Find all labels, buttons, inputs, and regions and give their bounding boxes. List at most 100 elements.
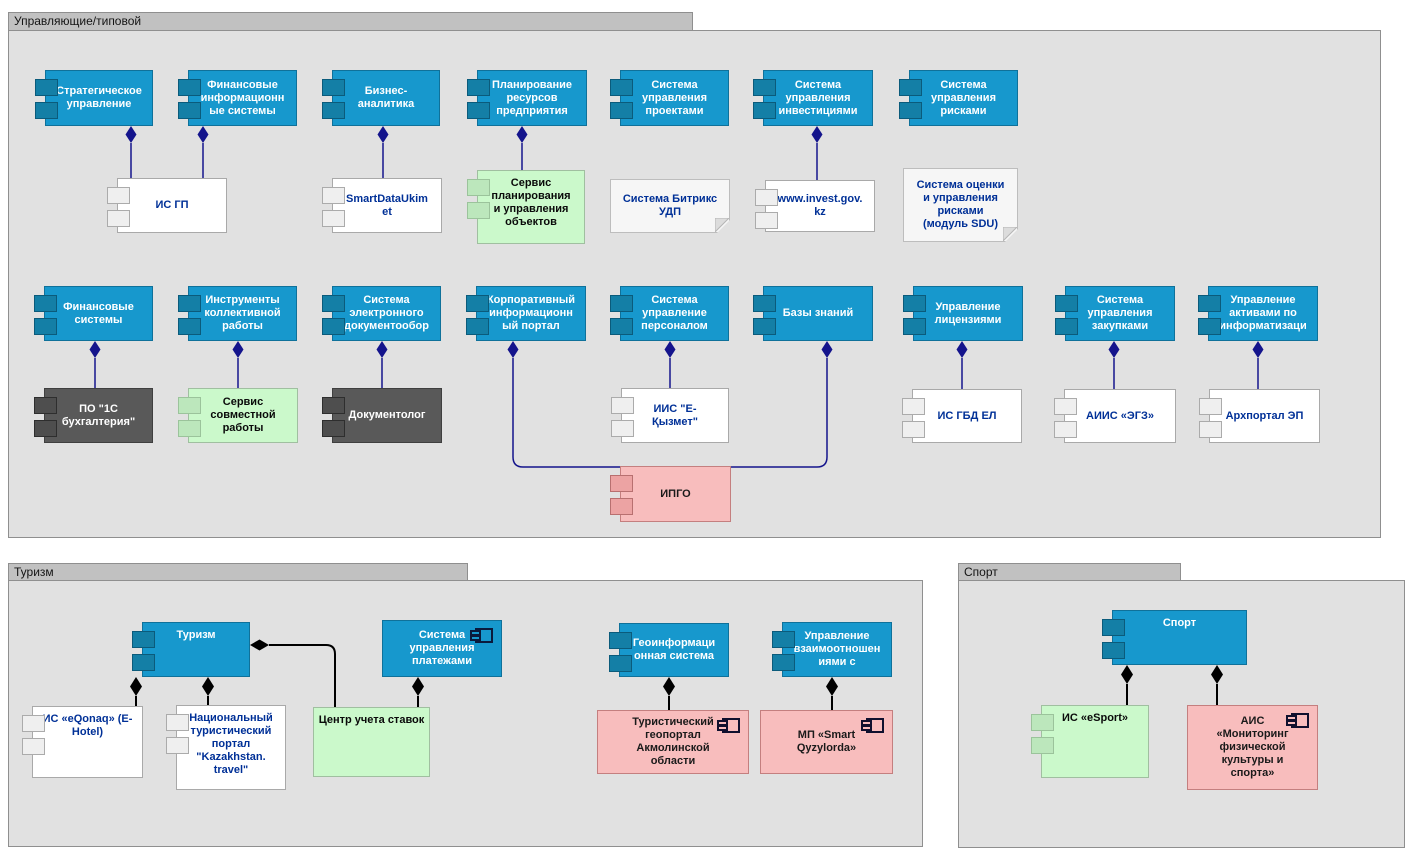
component-label: Планирование ресурсов предприятия bbox=[491, 78, 573, 117]
component-smartdataukimet[interactable]: SmartDataUkim et bbox=[322, 178, 442, 233]
port bbox=[178, 318, 201, 335]
component-national-tourist-portal[interactable]: Национальный туристический портал "Kazak… bbox=[166, 705, 286, 790]
component-label: Управление лицензиями bbox=[934, 300, 1002, 326]
component-financial-systems[interactable]: Финансовые системы bbox=[34, 286, 153, 341]
uml-component-icon bbox=[717, 718, 740, 733]
component-label: Система управления инвестициями bbox=[778, 78, 858, 117]
component-tourist-geoportal[interactable]: Туристический геопортал Акмолинской обла… bbox=[597, 710, 749, 774]
component-payment-management-system[interactable]: Система управления платежами bbox=[382, 620, 502, 677]
component-aiis-egz[interactable]: АИИС «ЭГЗ» bbox=[1054, 389, 1176, 443]
component-label: Система управления проектами bbox=[641, 78, 707, 117]
port bbox=[466, 318, 489, 335]
package-tab-upravlyayushchie[interactable]: Управляющие/типовой bbox=[8, 12, 693, 31]
component-planning-service[interactable]: Сервис планирования и управления объекто… bbox=[467, 170, 585, 244]
component-label: www.invest.gov. kz bbox=[777, 193, 863, 218]
component-collaboration-service[interactable]: Сервис совместной работы bbox=[178, 388, 298, 443]
port bbox=[903, 318, 926, 335]
component-label: ИИС "Е- Қызмет" bbox=[651, 402, 698, 428]
note-bitrix-udp[interactable]: Система Битрикс УДП bbox=[610, 179, 730, 233]
component-label: ИПГО bbox=[660, 487, 691, 500]
note-label: Система Битрикс УДП bbox=[622, 193, 718, 218]
component-label: Архпортал ЭП bbox=[1225, 409, 1304, 422]
component-risk-management-system[interactable]: Система управления рисками bbox=[899, 70, 1018, 126]
port bbox=[34, 420, 57, 437]
component-label: Туристический геопортал Акмолинской обла… bbox=[632, 716, 714, 767]
component-corporate-portal[interactable]: Корпоративный информационн ый портал bbox=[466, 286, 586, 341]
component-it-asset-management[interactable]: Управление активами по информатизаци bbox=[1198, 286, 1318, 341]
port bbox=[132, 631, 155, 648]
component-collaboration-tools[interactable]: Инструменты коллективной работы bbox=[178, 286, 297, 341]
component-crm-system[interactable]: Управление взаимоотношен иями с bbox=[772, 622, 892, 677]
component-po-1c-accounting[interactable]: ПО "1С бухгалтерия" bbox=[34, 388, 153, 443]
component-hr-management-system[interactable]: Система управление персоналом bbox=[610, 286, 729, 341]
component-business-analytics[interactable]: Бизнес- аналитика bbox=[322, 70, 440, 126]
component-ais-monitoring[interactable]: АИС «Мониторинг физической культуры и сп… bbox=[1187, 705, 1318, 790]
component-financial-info-systems[interactable]: Финансовые информационн ые системы bbox=[178, 70, 297, 126]
component-knowledge-bases[interactable]: Базы знаний bbox=[753, 286, 873, 341]
component-label: Система управление персоналом bbox=[641, 294, 708, 332]
note-risk-assessment-sdu[interactable]: Система оценки и управления рисками (мод… bbox=[903, 168, 1018, 242]
component-label: Финансовые информационн ые системы bbox=[200, 78, 285, 117]
port bbox=[755, 189, 778, 206]
component-tourism[interactable]: Туризм bbox=[132, 622, 250, 677]
port bbox=[322, 102, 345, 119]
component-label: Документолог bbox=[348, 409, 426, 421]
port bbox=[22, 738, 45, 755]
component-project-management-system[interactable]: Система управления проектами bbox=[610, 70, 729, 126]
component-ipgo[interactable]: ИПГО bbox=[610, 466, 731, 522]
component-is-eqonaq[interactable]: ИС «eQonaq» (E- Hotel) bbox=[22, 706, 143, 778]
port bbox=[899, 102, 922, 119]
component-label: Национальный туристический портал "Kazak… bbox=[189, 712, 273, 776]
component-label: Система управления платежами bbox=[409, 629, 475, 667]
component-invest-gov-kz[interactable]: www.invest.gov. kz bbox=[755, 180, 875, 232]
port bbox=[322, 420, 345, 437]
port bbox=[1198, 295, 1221, 312]
component-label: SmartDataUkim et bbox=[346, 192, 428, 218]
component-sport[interactable]: Спорт bbox=[1102, 610, 1247, 665]
port bbox=[178, 420, 201, 437]
component-label: АИС «Мониторинг физической культуры и сп… bbox=[1216, 715, 1289, 779]
component-iis-e-kyzmet[interactable]: ИИС "Е- Қызмет" bbox=[611, 388, 729, 443]
component-is-gbd-el[interactable]: ИС ГБД ЕЛ bbox=[902, 389, 1022, 443]
package-tab-tourism[interactable]: Туризм bbox=[8, 563, 468, 581]
component-label: Система управления закупками bbox=[1087, 294, 1153, 332]
port bbox=[609, 632, 632, 649]
port bbox=[22, 715, 45, 732]
port bbox=[1054, 398, 1077, 415]
port bbox=[178, 295, 201, 312]
component-label: ИС ГБД ЕЛ bbox=[937, 409, 997, 422]
component-archportal-ep[interactable]: Архпортал ЭП bbox=[1199, 389, 1320, 443]
component-rate-accounting-center[interactable]: Центр учета ставок bbox=[313, 707, 430, 777]
component-license-management[interactable]: Управление лицензиями bbox=[903, 286, 1023, 341]
component-erp-planning[interactable]: Планирование ресурсов предприятия bbox=[467, 70, 587, 126]
component-dokumentolog[interactable]: Документолог bbox=[322, 388, 442, 443]
component-procurement-system[interactable]: Система управления закупками bbox=[1055, 286, 1175, 341]
port bbox=[166, 737, 189, 754]
component-strategic-management[interactable]: Стратегическое управление bbox=[35, 70, 153, 126]
port bbox=[107, 187, 130, 204]
port bbox=[610, 79, 633, 96]
port bbox=[1031, 737, 1054, 754]
component-label: МП «Smart Qyzylorda» bbox=[796, 729, 857, 754]
note-fold-icon bbox=[1003, 227, 1017, 241]
port bbox=[322, 187, 345, 204]
component-mp-smart-qyzylorda[interactable]: МП «Smart Qyzylorda» bbox=[760, 710, 893, 774]
component-investment-management-system[interactable]: Система управления инвестициями bbox=[753, 70, 873, 126]
component-is-gp[interactable]: ИС ГП bbox=[107, 178, 227, 233]
uml-component-icon bbox=[861, 718, 884, 733]
port bbox=[35, 102, 58, 119]
port bbox=[466, 295, 489, 312]
component-label: ПО "1С бухгалтерия" bbox=[61, 402, 136, 428]
component-geoinformation-system[interactable]: Геоинформаци онная система bbox=[609, 623, 729, 677]
component-is-esport[interactable]: ИС «eSport» bbox=[1031, 705, 1149, 778]
component-label: Управление взаимоотношен иями с bbox=[793, 630, 881, 668]
port bbox=[611, 397, 634, 414]
component-label: Сервис совместной работы bbox=[210, 396, 276, 434]
port bbox=[1102, 642, 1125, 659]
component-edms-system[interactable]: Система электронного документообор bbox=[322, 286, 441, 341]
port bbox=[902, 398, 925, 415]
port bbox=[772, 654, 795, 671]
port bbox=[178, 79, 201, 96]
package-tab-sport[interactable]: Спорт bbox=[958, 563, 1181, 581]
component-label: Туризм bbox=[176, 629, 216, 641]
